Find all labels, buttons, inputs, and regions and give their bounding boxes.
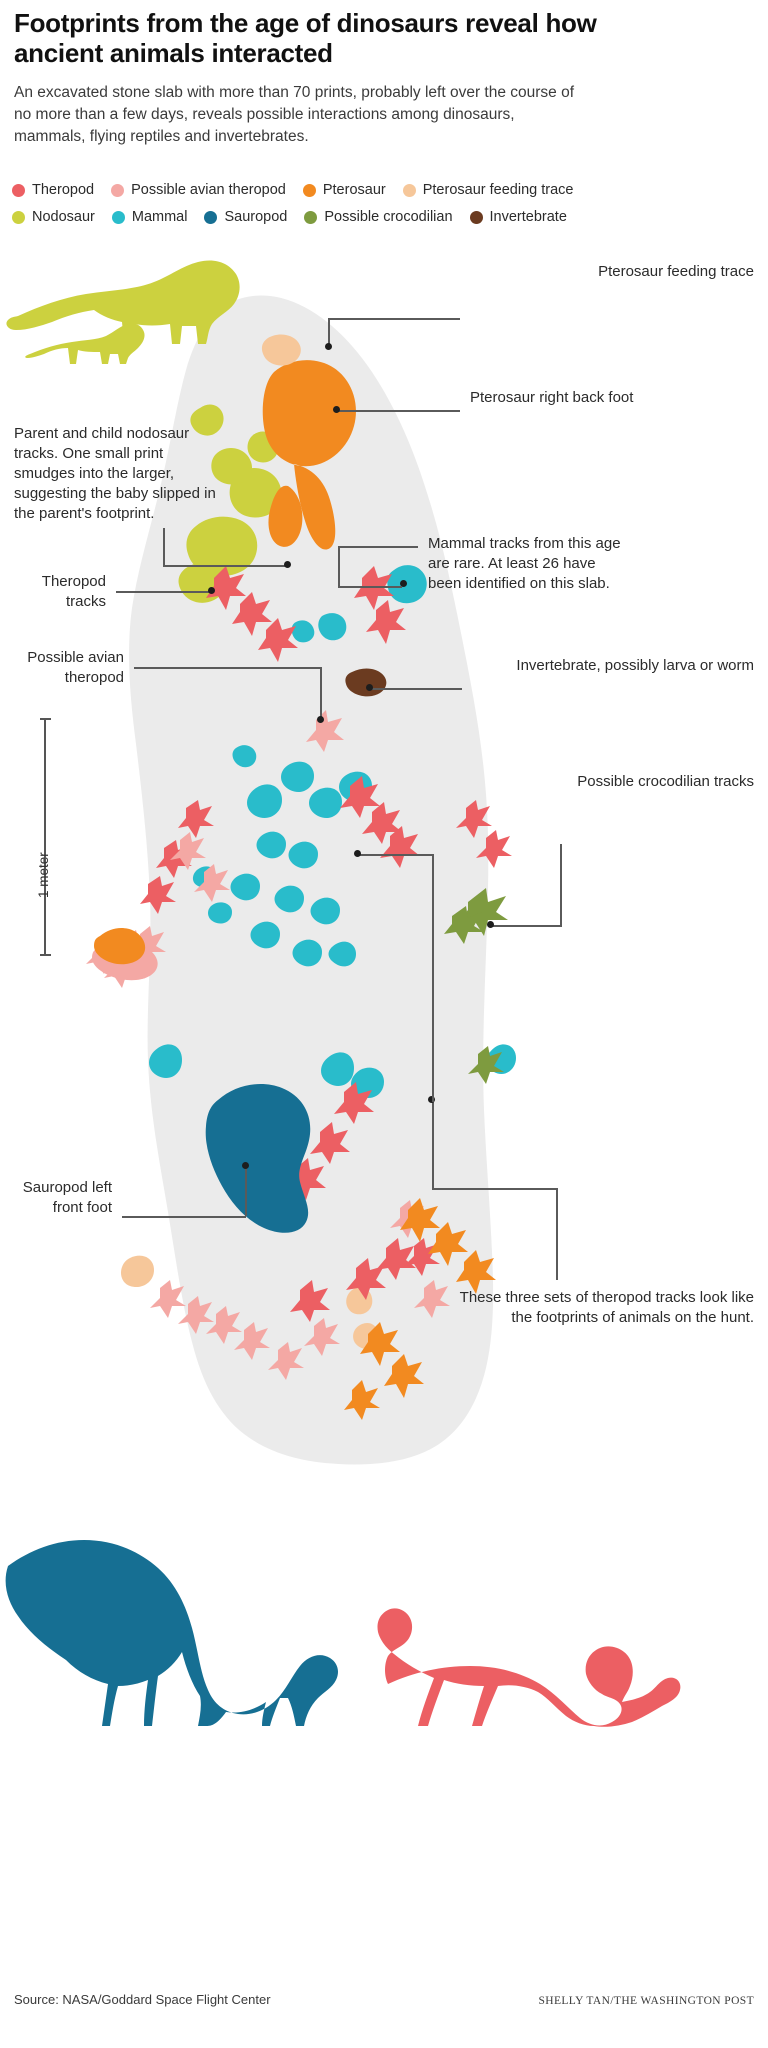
legend-swatch-icon (111, 183, 125, 197)
legend-swatch-icon (12, 183, 25, 197)
leader-mammal-horizontal (338, 546, 418, 548)
legend-item-theropod: Theropod (12, 182, 94, 198)
annotation-crocodilian: Possible crocodilian tracks (577, 773, 754, 790)
nodosaur-silhouette-group (6, 260, 240, 364)
annotation-mammal: Mammal tracks from this age are rare. At… (428, 535, 621, 592)
leader-avian-horizontal (134, 667, 321, 669)
legend-item-invertebrate: Invertebrate (469, 209, 567, 225)
legend-swatch-icon (469, 210, 483, 224)
leader-hunt-branch-horizontal (358, 854, 434, 856)
legend-row-1: Theropod Possible avian theropod Pterosa… (12, 182, 756, 198)
leader-pterosaur-foot (338, 410, 460, 412)
legend-label: Pterosaur feeding trace (422, 182, 574, 198)
deck-text: An excavated stone slab with more than 7… (14, 84, 575, 146)
header: Footprints from the age of dinosaurs rev… (14, 8, 600, 148)
leader-dot-pterosaur-foot (333, 406, 340, 413)
leader-dot-feeding (325, 343, 332, 350)
legend-item-pterosaur: Pterosaur (302, 182, 386, 198)
legend-item-nodosaur: Nodosaur (12, 209, 95, 225)
leader-sauropod-vertical (245, 1166, 247, 1216)
leader-hunt-branch-vertical (432, 854, 434, 1102)
annotation-pterosaur-feeding: Pterosaur feeding trace (598, 263, 754, 280)
legend-swatch-icon (304, 210, 318, 224)
leader-dot-hunt-branch (354, 850, 361, 857)
annotation-sauropod-foot: Sauropod left front foot (22, 1179, 112, 1216)
leader-hunt-horizontal (432, 1188, 558, 1190)
legend-swatch-icon (302, 183, 316, 197)
possible-crocodilian-tracks (444, 888, 508, 1084)
annotation-possible-avian-theropod: Possible avian theropod (27, 649, 124, 686)
scale-bar-cap-bottom (40, 954, 51, 956)
theropod-silhouette-group (377, 1608, 681, 1727)
sauropod-silhouette-group (5, 1540, 339, 1726)
legend-label: Theropod (32, 182, 95, 198)
theropod-silhouette (377, 1608, 681, 1727)
leader-nodosaur-vertical (163, 528, 165, 566)
nodosaur-parent-silhouette (6, 260, 240, 344)
legend-swatch-icon (111, 210, 125, 224)
annotation-nodosaur: Parent and child nodosaur tracks. One sm… (14, 425, 216, 522)
annotation-theropod-tracks: Theropod tracks (41, 573, 106, 610)
leader-feeding-horizontal (328, 318, 460, 320)
leader-dot-mammal (400, 580, 407, 587)
leader-hunt-vertical-right (556, 1188, 558, 1280)
leader-dot-theropod-tracks (208, 587, 215, 594)
leader-dot-avian (317, 716, 324, 723)
pterosaur-tracks (262, 360, 356, 550)
scale-bar-cap-top (40, 718, 51, 720)
leader-dot-invertebrate (366, 684, 373, 691)
legend-item-pterosaur-feeding-trace: Pterosaur feeding trace (402, 182, 574, 198)
leader-sauropod-horizontal (122, 1216, 246, 1218)
leader-feeding-vertical (328, 318, 330, 346)
legend-row-2: Nodosaur Mammal Sauropod Possible crocod… (12, 209, 756, 225)
legend-swatch-icon (12, 210, 25, 224)
scale-bar-label: 1 meter (36, 852, 51, 898)
legend-label: Pterosaur (322, 182, 386, 198)
legend-label: Sauropod (224, 209, 288, 225)
leader-croc-horizontal (492, 925, 562, 927)
leader-croc-vertical (560, 844, 562, 926)
leader-dot-sauropod (242, 1162, 249, 1169)
leader-theropod-tracks (116, 591, 211, 593)
annotation-hunt: These three sets of theropod tracks look… (459, 1289, 754, 1326)
annotation-invertebrate: Invertebrate, possibly larva or worm (516, 657, 754, 674)
leader-dot-nodosaur (284, 561, 291, 568)
legend-item-possible-avian-theropod: Possible avian theropod (111, 182, 286, 198)
leader-avian-vertical (320, 667, 322, 719)
legend-label: Mammal (131, 209, 188, 225)
leader-nodosaur-horizontal (163, 565, 288, 567)
source-text: Source: NASA/Goddard Space Flight Center (14, 1992, 271, 2007)
slab-graphic (5, 260, 681, 1727)
leader-dot-crocodilian (487, 921, 494, 928)
legend-label: Possible avian theropod (131, 182, 286, 198)
legend-swatch-icon (402, 183, 416, 197)
legend: Theropod Possible avian theropod Pterosa… (12, 182, 756, 236)
annotation-pterosaur-foot: Pterosaur right back foot (470, 389, 634, 406)
legend-label: Possible crocodilian (324, 209, 453, 225)
leader-hunt-vertical-left (432, 1100, 434, 1190)
legend-label: Invertebrate (489, 209, 567, 225)
legend-item-mammal: Mammal (111, 209, 188, 225)
legend-swatch-icon (204, 210, 218, 224)
sauropod-silhouette (5, 1540, 339, 1726)
slab-illustration: 1 meter Parent and child nodosaur tracks… (0, 248, 768, 1948)
sauropod-front-foot-print (205, 1084, 311, 1233)
page-title: Footprints from the age of dinosaurs rev… (14, 8, 597, 69)
nodosaur-tracks (178, 404, 282, 603)
scale-bar-line (44, 718, 46, 956)
credit-text: SHELLY TAN/THE WASHINGTON POST (538, 1995, 754, 2007)
leader-mammal-dot-connector (338, 586, 402, 588)
leader-dot-hunt (428, 1096, 435, 1103)
pterosaur-lower-tracks (94, 927, 496, 1420)
leader-mammal-vertical (338, 546, 340, 588)
nodosaur-child-silhouette (25, 323, 145, 364)
footer: Source: NASA/Goddard Space Flight Center… (14, 1992, 754, 2007)
legend-label: Nodosaur (32, 209, 95, 225)
leader-invertebrate (372, 688, 462, 690)
legend-item-sauropod: Sauropod (204, 209, 287, 225)
legend-item-possible-crocodilian: Possible crocodilian (304, 209, 453, 225)
